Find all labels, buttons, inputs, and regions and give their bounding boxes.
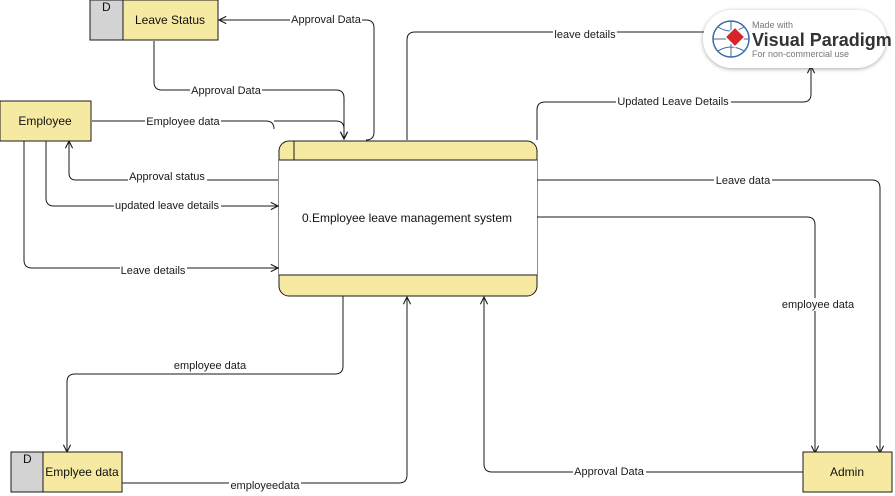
flow-labels: Approval Data Approval Data Employee dat… [114, 13, 856, 492]
entity-employee[interactable]: Employee [0, 100, 92, 142]
flow-leave-details-top [406, 31, 712, 140]
watermark-line1: Made with [752, 20, 793, 30]
label-employeedata-return: employeedata [230, 480, 300, 492]
data-store-employee-data[interactable]: D Emplyee data [10, 451, 123, 493]
label-updated-leave-details-top: Updated Leave Details [617, 96, 729, 108]
label-approval-data-admin: Approval Data [574, 466, 645, 478]
store-name-label: Leave Status [135, 13, 205, 27]
flow-updated-leave-details [45, 141, 278, 206]
label-approval-status: Approval status [129, 171, 205, 183]
visual-paradigm-watermark[interactable]: Made with Visual Paradigm For non-commer… [703, 10, 892, 68]
flow-leave-details [23, 141, 278, 268]
label-approval-data-store: Approval Data [191, 85, 262, 97]
watermark-line2: Visual Paradigm [752, 30, 892, 50]
label-updated-leave-details: updated leave details [115, 200, 219, 212]
store-id-label: D [102, 0, 111, 14]
flow-employee-data [92, 120, 275, 130]
process-body [279, 160, 537, 275]
label-leave-data: Leave data [716, 175, 771, 187]
label-employee-data: Employee data [146, 116, 220, 128]
flow-approval-status [69, 141, 278, 181]
flow-employee-data-admin [537, 216, 815, 453]
flow-approval-data-to-leave-status [219, 20, 375, 141]
label-employee-data-admin: employee data [782, 299, 855, 311]
process-employee-leave-management[interactable]: 0.Employee leave management system [278, 140, 538, 297]
label-leave-details: Leave details [121, 265, 186, 277]
flow-employee-data-join [274, 120, 344, 139]
flow-employeedata-return [122, 297, 407, 484]
visual-paradigm-logo-icon [712, 20, 750, 58]
entity-admin-label: Admin [830, 465, 864, 479]
data-store-leave-status[interactable]: D Leave Status [89, 0, 219, 41]
store-id-cell [89, 0, 124, 41]
process-title: 0.Employee leave management system [302, 211, 512, 225]
store-id-cell [10, 451, 44, 493]
flow-leave-data [537, 179, 880, 453]
store-name-label: Emplyee data [45, 465, 119, 479]
entity-admin[interactable]: Admin [802, 451, 893, 493]
flow-approval-data-admin [484, 297, 803, 473]
flow-employee-data-store [67, 296, 344, 452]
store-id-label: D [23, 452, 32, 466]
watermark-line3: For non-commercial use [752, 49, 849, 59]
entity-employee-label: Employee [18, 114, 72, 128]
label-employee-data-store: employee data [174, 360, 247, 372]
label-leave-details-top: leave details [554, 29, 616, 41]
label-approval-data-top: Approval Data [291, 14, 362, 26]
